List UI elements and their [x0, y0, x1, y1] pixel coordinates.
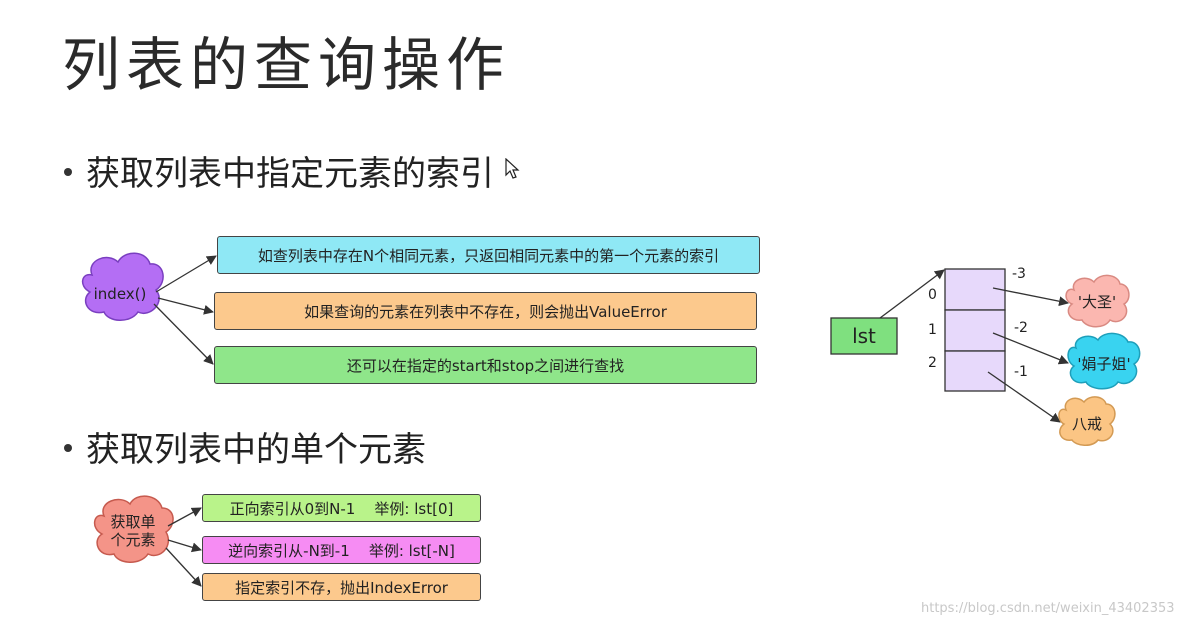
value-cloud-1	[1067, 332, 1141, 390]
lst-label: lst	[852, 324, 876, 348]
index-rule-text-3: 还可以在指定的start和stop之间进行查找	[346, 356, 625, 375]
value-cloud-0	[1065, 274, 1130, 328]
single-rule-text-2: 逆向索引从-N到-1 举例: lst[-N]	[228, 541, 455, 560]
single-rule-box-1: 正向索引从0到N-1 举例: lst[0]	[202, 494, 481, 522]
lst-box-shape	[830, 317, 898, 355]
watermark: https://blog.csdn.net/weixin_43402353	[921, 601, 1175, 616]
negative-index-1: -2	[1014, 320, 1028, 336]
negative-index-2: -1	[1014, 364, 1028, 380]
single-cloud-label: 获取单个元素	[100, 508, 166, 554]
index-rule-text-1: 如查列表中存在N个相同元素，只返回相同元素中的第一个元素的索引	[257, 246, 720, 265]
single-cloud-shape	[93, 495, 174, 563]
single-rule-box-3: 指定索引不存，抛出IndexError	[202, 573, 481, 601]
positive-index-2: 2	[928, 355, 937, 371]
positive-index-0: 0	[928, 287, 937, 303]
list-cell-0	[944, 268, 1006, 311]
value-cloud-2	[1058, 396, 1116, 446]
bullet-index: 获取列表中指定元素的索引	[64, 146, 494, 195]
index-rule-box-2: 如果查询的元素在列表中不存在，则会抛出ValueError	[214, 292, 757, 330]
bullet-single-text: 获取列表中的单个元素	[86, 430, 426, 470]
value-label-0: '大圣'	[1077, 293, 1117, 311]
bullet-single: 获取列表中的单个元素	[64, 422, 426, 471]
negative-index-0: -3	[1012, 266, 1026, 282]
single-rule-text-3: 指定索引不存，抛出IndexError	[235, 578, 448, 597]
index-cloud-label: index()	[93, 285, 147, 303]
slide-title: 列表的查询操作	[62, 31, 511, 99]
list-cell-2	[944, 350, 1006, 392]
bullet-dot	[64, 443, 72, 452]
list-cell-1	[944, 309, 1006, 352]
index-rule-box-1: 如查列表中存在N个相同元素，只返回相同元素中的第一个元素的索引	[217, 236, 760, 274]
single-cloud-text: 获取单个元素	[110, 513, 156, 549]
index-rule-box-3: 还可以在指定的start和stop之间进行查找	[214, 346, 757, 384]
mouse-cursor-icon	[505, 158, 520, 179]
single-rule-text-1: 正向索引从0到N-1 举例: lst[0]	[229, 499, 454, 518]
positive-index-1: 1	[928, 322, 937, 338]
bullet-dot	[64, 167, 72, 176]
index-cloud-shape	[81, 252, 164, 321]
bullet-index-text: 获取列表中指定元素的索引	[86, 154, 494, 194]
value-label-1: '娟子姐'	[1077, 355, 1131, 373]
single-rule-box-2: 逆向索引从-N到-1 举例: lst[-N]	[202, 536, 481, 564]
index-rule-text-2: 如果查询的元素在列表中不存在，则会抛出ValueError	[304, 302, 667, 321]
value-label-2: 八戒	[1071, 415, 1102, 433]
